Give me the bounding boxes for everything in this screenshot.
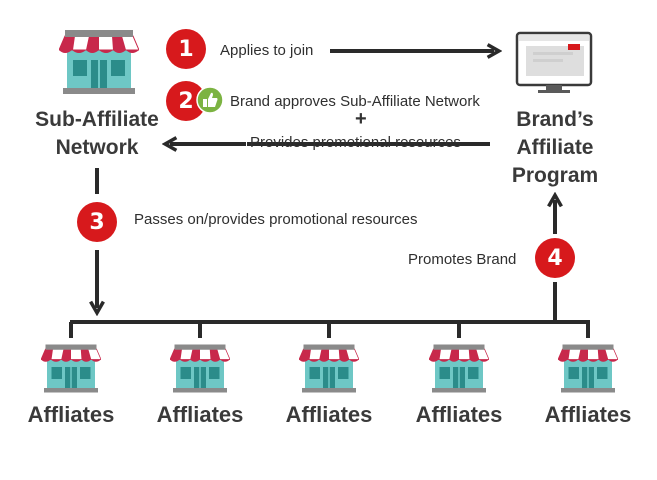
step-2-badge: 2 <box>166 81 206 121</box>
thumbs-up-icon <box>196 86 224 119</box>
browser-window-icon <box>515 31 593 93</box>
step-2-resources-label: Provides promotional resources <box>250 134 461 151</box>
step-2-label: Brand approves Sub-Affiliate Network <box>230 93 480 110</box>
affiliate-label: Affliates <box>544 402 632 427</box>
affiliate-storefront-icon <box>428 343 490 398</box>
affiliate-storefront-icon <box>40 343 102 398</box>
sub-network-line1: Sub-Affiliate <box>35 108 159 131</box>
brand-program-line2: Affiliate <box>516 136 594 159</box>
step-1-badge: 1 <box>166 29 206 69</box>
step-3-label: Passes on/provides promotional resources <box>134 211 418 228</box>
affiliate-label: Affliates <box>27 402 115 427</box>
brand-program-line1: Brand’s <box>516 108 594 131</box>
step-1-label: Applies to join <box>220 42 314 59</box>
sub-network-line2: Network <box>55 136 139 159</box>
affiliate-storefront-icon <box>298 343 360 398</box>
affiliate-label: Affliates <box>415 402 503 427</box>
step-3-badge: 3 <box>77 202 117 242</box>
brand-program-line3: Program <box>511 164 599 187</box>
step-4-label: Promotes Brand <box>408 251 517 268</box>
step-2-plus: + <box>355 108 367 130</box>
storefront-icon <box>58 28 140 101</box>
brand-program-label: Brand’s Affiliate Program <box>500 106 610 190</box>
step-4-badge: 4 <box>535 238 575 278</box>
affiliate-label: Affliates <box>285 402 373 427</box>
sub-network-label: Sub-Affiliate Network <box>22 106 172 162</box>
affiliate-storefront-icon <box>169 343 231 398</box>
affiliate-storefront-icon <box>557 343 619 398</box>
affiliate-label: Affliates <box>156 402 244 427</box>
